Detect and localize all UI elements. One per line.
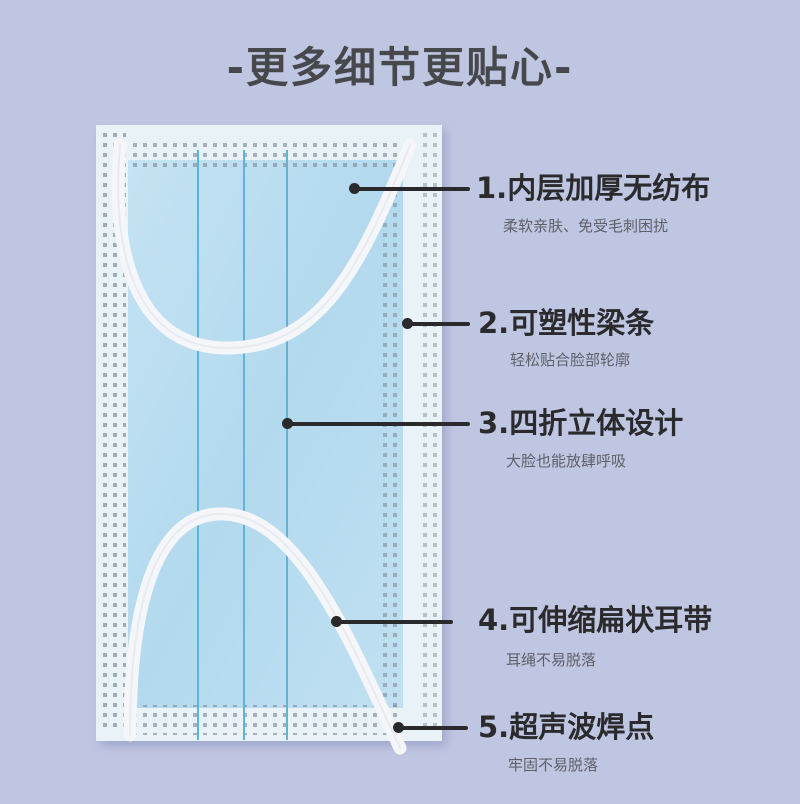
callout-label: 3.四折立体设计 xyxy=(478,406,684,440)
callout-subtitle: 轻松贴合脸部轮廓 xyxy=(510,351,631,369)
page-title: -更多细节更贴心- xyxy=(226,43,574,92)
callout-subtitle: 大脸也能放肆呼吸 xyxy=(506,452,627,470)
callout-line xyxy=(354,187,470,191)
callout-line xyxy=(398,726,468,730)
callout-subtitle: 柔软亲肤、免受毛刺困扰 xyxy=(503,217,669,235)
callout-line xyxy=(336,620,453,624)
callout-label: 5.超声波焊点 xyxy=(478,710,655,744)
callout-label: 4.可伸缩扁状耳带 xyxy=(478,603,713,637)
callout-label: 1.内层加厚无纺布 xyxy=(476,171,711,205)
callout-line xyxy=(407,322,470,326)
callout-label: 2.可塑性梁条 xyxy=(478,306,655,340)
callout-line xyxy=(287,422,470,426)
callout-subtitle: 牢固不易脱落 xyxy=(508,756,599,774)
callout-subtitle: 耳绳不易脱落 xyxy=(506,651,597,669)
